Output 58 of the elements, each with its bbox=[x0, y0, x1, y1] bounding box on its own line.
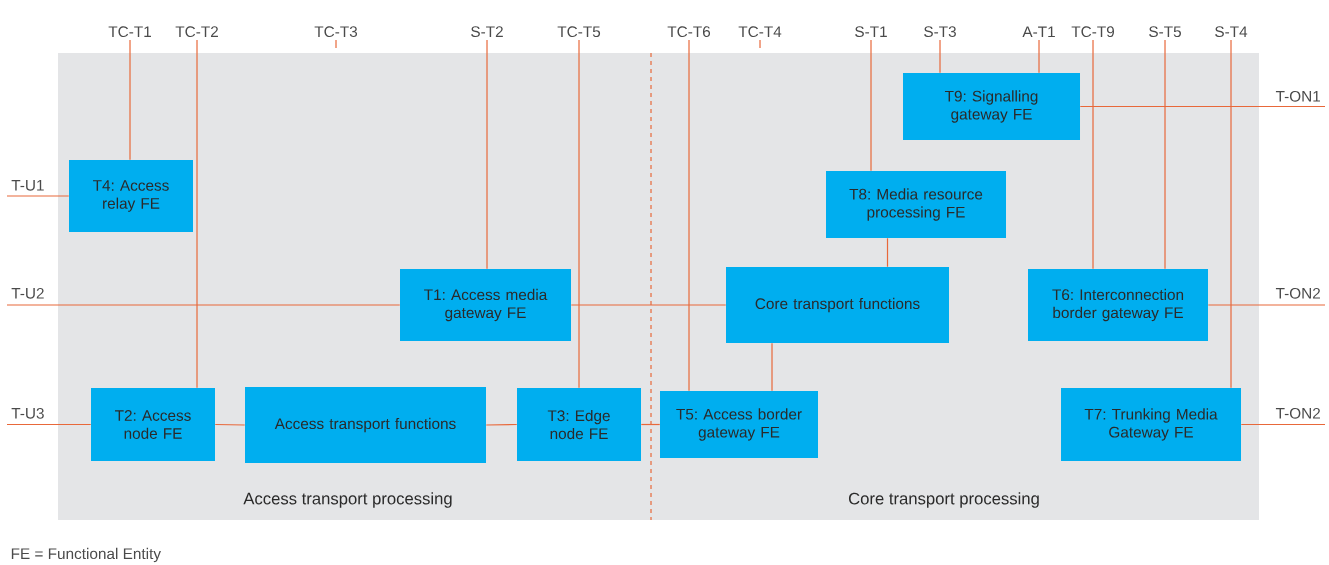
reference-point-label: T-U3 bbox=[11, 407, 44, 419]
reference-point-label: TC-T1 bbox=[108, 26, 151, 38]
reference-point-label: TC-T6 bbox=[667, 26, 711, 38]
node-label: Core transport processing bbox=[848, 492, 1039, 508]
function-box: T4: Access relay FE bbox=[69, 160, 193, 232]
footnote: FE = Functional Entity bbox=[11, 547, 161, 563]
connector-line bbox=[196, 39, 198, 389]
connector-line bbox=[6, 195, 70, 197]
reference-point-label: S-T2 bbox=[471, 26, 503, 38]
reference-point-label: TC-T4 bbox=[738, 26, 782, 38]
connector-line bbox=[129, 39, 131, 161]
function-box: Core transport functions bbox=[726, 267, 949, 343]
connector-line bbox=[485, 423, 518, 426]
function-box: T8: Media resource processing FE bbox=[826, 171, 1006, 238]
connector-line bbox=[771, 342, 773, 392]
function-box: T5: Access border gateway FE bbox=[660, 391, 818, 458]
reference-point-label: TC-T2 bbox=[175, 26, 218, 38]
connector-line bbox=[6, 304, 401, 306]
connector-line bbox=[640, 423, 661, 426]
reference-point-label: S-T4 bbox=[1215, 26, 1248, 38]
function-box: T2: Access node FE bbox=[91, 388, 215, 461]
function-box: T3: Edge node FE bbox=[517, 388, 641, 461]
reference-point-label: T-ON1 bbox=[1275, 90, 1320, 102]
connector-line bbox=[870, 39, 872, 172]
connector-line bbox=[1079, 105, 1326, 108]
connector-line bbox=[6, 423, 92, 426]
connector-line bbox=[570, 304, 727, 306]
function-box: T7: Trunking Media Gateway FE bbox=[1061, 388, 1241, 461]
connector-line bbox=[1207, 304, 1326, 306]
reference-point-label: A-T1 bbox=[1022, 26, 1055, 38]
connector-line bbox=[1240, 423, 1326, 426]
connector-line bbox=[335, 39, 337, 49]
reference-point-label: S-T1 bbox=[855, 26, 887, 38]
reference-point-label: T-ON2 bbox=[1275, 287, 1320, 299]
connector-line bbox=[486, 39, 488, 270]
connector-line bbox=[939, 39, 941, 74]
connector-line bbox=[1092, 39, 1094, 270]
connector-line bbox=[688, 39, 690, 392]
reference-point-label: TC-T9 bbox=[1071, 26, 1114, 38]
node-label: Access transport processing bbox=[243, 492, 452, 508]
reference-point-label: T-ON2 bbox=[1275, 407, 1320, 419]
function-box: T6: Interconnection border gateway FE bbox=[1028, 269, 1208, 341]
function-box: T1: Access media gateway FE bbox=[400, 269, 571, 341]
connector-line bbox=[214, 423, 246, 426]
reference-point-label: T-U2 bbox=[11, 287, 44, 299]
reference-point-label: S-T5 bbox=[1149, 26, 1181, 38]
function-box: T9: Signalling gateway FE bbox=[903, 73, 1080, 140]
connector-line bbox=[1038, 39, 1040, 74]
function-box: Access transport functions bbox=[245, 387, 486, 463]
reference-point-label: TC-T5 bbox=[557, 26, 601, 38]
reference-point-label: S-T3 bbox=[924, 26, 956, 38]
connector-line bbox=[578, 39, 580, 389]
connector-line bbox=[759, 39, 761, 49]
connector-line bbox=[1164, 39, 1166, 270]
connector-line bbox=[1230, 39, 1232, 389]
reference-point-label: T-U1 bbox=[11, 180, 44, 191]
reference-point-label: TC-T3 bbox=[314, 26, 358, 38]
connector-line bbox=[886, 237, 889, 268]
